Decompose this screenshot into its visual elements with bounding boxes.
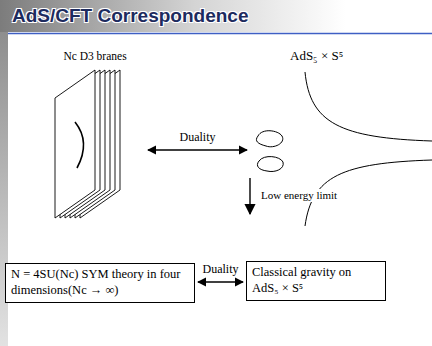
closed-string	[257, 157, 283, 172]
edge-label: Duality	[201, 262, 241, 276]
limit-arrow	[249, 178, 250, 214]
slide-title: AdS/CFT Correspondence	[12, 5, 248, 28]
illustration-group: AdS₅ × S⁵	[250, 48, 432, 233]
edge-label: Duality	[178, 130, 218, 144]
open-string	[75, 122, 84, 168]
illustration-group: Nc D3 branes	[45, 50, 145, 220]
theory-box: N = 4SU(Nc) SYM theory in four dimension…	[5, 263, 195, 302]
duality-arrow	[198, 281, 243, 282]
header-rule	[8, 33, 432, 35]
brane-stack	[55, 70, 120, 218]
closed-string	[256, 131, 282, 147]
box-text: N = 4SU(Nc) SYM theory in four dimension…	[11, 267, 189, 298]
figure-heading: Nc D3 branes	[45, 50, 145, 64]
ads-throat	[256, 72, 432, 226]
figure-heading: AdS₅ × S⁵	[290, 48, 432, 64]
step-label: Low energy limit	[259, 189, 339, 202]
header-bar	[0, 0, 432, 32]
duality-arrow	[148, 149, 247, 150]
theory-box: Classical gravity on AdS₅ × S⁵	[246, 261, 386, 300]
brane-sheet	[55, 70, 95, 218]
throat-curve	[305, 72, 432, 141]
box-text: Classical gravity on AdS₅ × S⁵	[252, 265, 380, 296]
